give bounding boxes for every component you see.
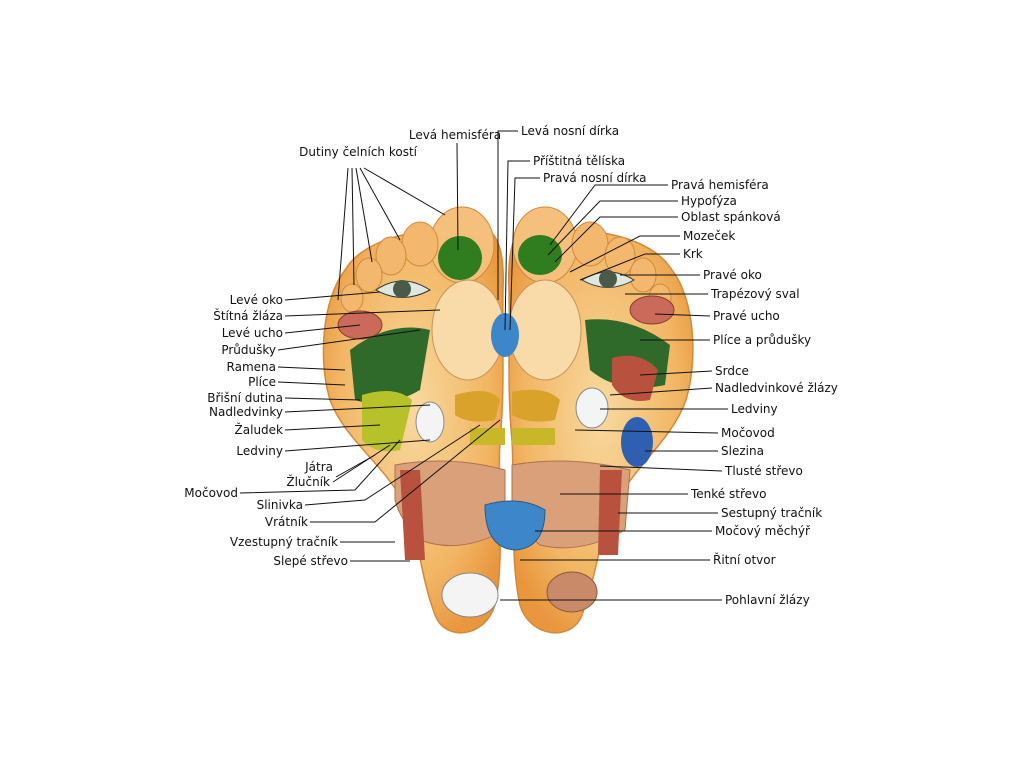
label-srdce: Srdce bbox=[715, 364, 749, 378]
right-heart-region bbox=[612, 355, 658, 401]
bladder-region bbox=[484, 500, 546, 551]
right-spleen-region bbox=[621, 417, 653, 467]
left-stomach-region bbox=[455, 391, 500, 422]
label-vzestupny-tracnik: Vzestupný tračník bbox=[230, 535, 338, 549]
label-mozecek: Mozeček bbox=[683, 229, 735, 243]
left-pancreas-region bbox=[470, 428, 505, 445]
label-prave-ucho: Pravé ucho bbox=[713, 309, 780, 323]
label-leve-oko: Levé oko bbox=[230, 293, 283, 307]
left-toe-5 bbox=[340, 283, 364, 313]
label-slinivka: Slinivka bbox=[257, 498, 303, 512]
label-prava-hemisfera: Pravá hemisféra bbox=[671, 178, 769, 192]
label-prava-nosni-dirka: Pravá nosní dírka bbox=[543, 171, 647, 185]
label-mocovod: Močovod bbox=[184, 486, 238, 500]
right-pancreas-region bbox=[512, 428, 555, 445]
left-colon-region bbox=[400, 470, 425, 560]
label-mocovy-mechyr: Močový měchýř bbox=[715, 524, 811, 538]
label-stitna-zlaza: Štítná žláza bbox=[213, 308, 283, 323]
nostril-region bbox=[491, 313, 519, 357]
label-hypofyza: Hypofýza bbox=[681, 194, 737, 208]
label-plice: Plíce bbox=[248, 375, 276, 389]
left-toe-3 bbox=[375, 236, 407, 276]
left-leader-lines bbox=[239, 142, 501, 562]
right-big-toe-pad bbox=[508, 279, 582, 381]
label-krk: Krk bbox=[683, 247, 703, 261]
right-eye-iris bbox=[599, 270, 617, 288]
label-ritni-otvor: Řitní otvor bbox=[713, 552, 776, 567]
left-lung-region bbox=[350, 327, 430, 404]
label-brisni-dutina: Břišní dutina bbox=[207, 391, 283, 405]
left-eye-iris bbox=[393, 280, 411, 298]
left-toe-4 bbox=[355, 257, 383, 293]
label-vratnik: Vrátník bbox=[265, 515, 308, 529]
right-labels: Levá nosní dírka Příštitná tělíska Pravá… bbox=[521, 124, 838, 607]
label-sestupny-tracnik: Sestupný tračník bbox=[721, 506, 822, 520]
label-tenke-strevo: Tenké střevo bbox=[690, 487, 766, 501]
left-toe-2 bbox=[401, 221, 439, 267]
label-leva-hemisfera: Levá hemisféra bbox=[409, 128, 501, 142]
label-dutiny-celnich-kosti: Dutiny čelních kostí bbox=[299, 145, 417, 159]
right-genital-region bbox=[546, 571, 598, 613]
left-hemisphere-region bbox=[438, 236, 482, 280]
left-labels: Dutiny čelních kostí Levá hemisféra Levé… bbox=[184, 128, 501, 568]
label-zaludek: Žaludek bbox=[235, 422, 284, 437]
label-jatra: Játra bbox=[304, 460, 333, 474]
right-foot bbox=[507, 206, 694, 634]
label-tluste-strevo: Tlusté střevo bbox=[724, 464, 803, 478]
right-hemisphere-region bbox=[518, 235, 562, 275]
right-stomach-region bbox=[512, 389, 560, 422]
left-kidney-region bbox=[415, 401, 445, 443]
right-kidney-region bbox=[575, 387, 609, 429]
right-ear-region bbox=[629, 295, 675, 325]
label-nadledvinkove-zlazy: Nadledvinkové žlázy bbox=[715, 381, 838, 395]
label-slezina: Slezina bbox=[721, 444, 764, 458]
left-foot bbox=[322, 206, 506, 634]
label-ramena: Ramena bbox=[227, 360, 276, 374]
label-mocovod-right: Močovod bbox=[721, 426, 775, 440]
label-ledviny-right: Ledviny bbox=[731, 402, 778, 416]
label-pohlavni-zlazy: Pohlavní žlázy bbox=[725, 593, 810, 607]
label-prudusky: Průdušky bbox=[221, 343, 276, 357]
right-leader-lines bbox=[497, 130, 728, 601]
label-nadledvinky: Nadledvinky bbox=[209, 405, 283, 419]
label-leva-nosni-dirka: Levá nosní dírka bbox=[521, 124, 619, 138]
label-trapezovy-sval: Trapézový sval bbox=[710, 287, 800, 301]
left-genital-region bbox=[441, 572, 499, 618]
label-pristitna-teliska: Příštitná tělíska bbox=[533, 154, 625, 168]
label-ledviny: Ledviny bbox=[236, 444, 283, 458]
label-plice-a-prudusky: Plíce a průdušky bbox=[713, 333, 811, 347]
label-prave-oko: Pravé oko bbox=[703, 268, 762, 282]
right-toe-2 bbox=[571, 221, 609, 267]
right-colon-region bbox=[598, 470, 622, 555]
label-oblast-spankova: Oblast spánková bbox=[681, 210, 781, 224]
label-zlucnik: Žlučník bbox=[286, 474, 330, 489]
label-slepe-strevo: Slepé střevo bbox=[273, 554, 348, 568]
label-leve-ucho: Levé ucho bbox=[222, 326, 283, 340]
